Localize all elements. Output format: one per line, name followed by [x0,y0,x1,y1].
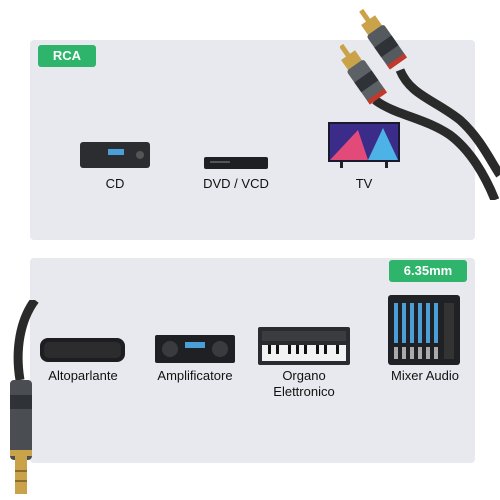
label-amplifier: Amplificatore [157,368,233,383]
keyboard-icon [258,327,350,365]
dvd-player-icon [204,157,268,169]
mixer-icon [388,295,460,365]
cd-player-icon [80,142,150,168]
label-dvd-vcd: DVD / VCD [203,176,269,191]
label-cd: CD [105,176,125,191]
label-speaker: Altoparlante [48,368,118,383]
tv-icon [328,122,400,168]
jack-size-tag: 6.35mm [389,260,467,282]
label-mixer: Mixer Audio [391,368,459,383]
label-electronic-organ: Organo Elettronico [273,368,335,399]
rca-tag: RCA [38,45,96,67]
speaker-icon [40,338,125,362]
jack-plug-cable-illustration [10,300,39,494]
label-tv: TV [355,176,373,191]
rca-plugs-cable-illustration [340,8,500,200]
amplifier-icon [155,335,235,363]
